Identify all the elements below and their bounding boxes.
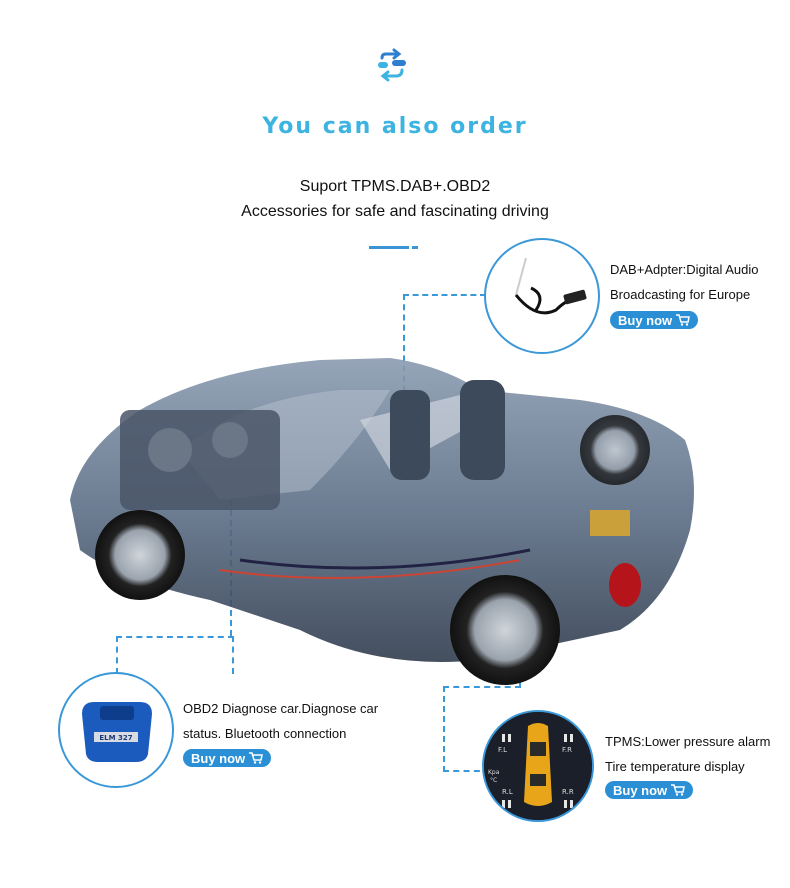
- tpms-label-rl: R.L: [502, 788, 513, 796]
- tpms-label-kpa: Kpa: [488, 769, 500, 776]
- obd-description: OBD2 Diagnose car.Diagnose car status. B…: [183, 696, 378, 746]
- tpms-display-image: F.L F.R R.L R.R Kpa °C: [482, 710, 594, 822]
- tpms-buy-now-button[interactable]: Buy now: [605, 781, 694, 799]
- tpms-line-1: TPMS:Lower pressure alarm: [605, 734, 771, 749]
- tpms-line-2: Tire temperature display: [605, 759, 745, 774]
- page-title: You can also order: [262, 114, 528, 139]
- dab-line-1: DAB+Adpter:Digital Audio: [610, 262, 759, 277]
- tpms-label-celsius: °C: [490, 777, 497, 784]
- dab-buy-now-button[interactable]: Buy now: [610, 311, 699, 329]
- tpms-label-rr: R.R: [562, 788, 574, 796]
- obd-line-2: status. Bluetooth connection: [183, 726, 347, 741]
- dab-buy-now-label: Buy now: [618, 312, 673, 328]
- dab-adapter-image: [484, 238, 600, 354]
- shopping-cart-icon: [249, 752, 264, 764]
- car-cutaway-image: [70, 358, 694, 685]
- obd-line-1: OBD2 Diagnose car.Diagnose car: [183, 701, 379, 716]
- tpms-buy-now-label: Buy now: [613, 782, 668, 798]
- obd-buy-now-label: Buy now: [191, 750, 246, 766]
- obd2-device-image: ELM 327: [58, 672, 174, 788]
- subtitle-line-2: Accessories for safe and fascinating dri…: [241, 203, 549, 220]
- tpms-description: TPMS:Lower pressure alarm Tire temperatu…: [605, 729, 770, 779]
- dab-line-2: Broadcasting for Europe: [610, 287, 751, 302]
- tpms-label-fr: F.R: [562, 746, 572, 754]
- obd-buy-now-button[interactable]: Buy now: [183, 749, 272, 767]
- dab-connector: [403, 294, 486, 392]
- dab-description: DAB+Adpter:Digital Audio Broadcasting fo…: [610, 257, 759, 307]
- subtitle-line-1: Suport TPMS.DAB+.OBD2: [299, 178, 491, 195]
- obd2-device-label: ELM 327: [99, 734, 132, 742]
- obd-connector: [116, 636, 234, 674]
- shopping-cart-icon: [676, 314, 691, 326]
- shopping-cart-icon: [671, 784, 686, 796]
- tpms-label-fl: F.L: [498, 746, 507, 754]
- title-divider: [369, 246, 419, 249]
- swap-arrows-icon: [378, 48, 406, 82]
